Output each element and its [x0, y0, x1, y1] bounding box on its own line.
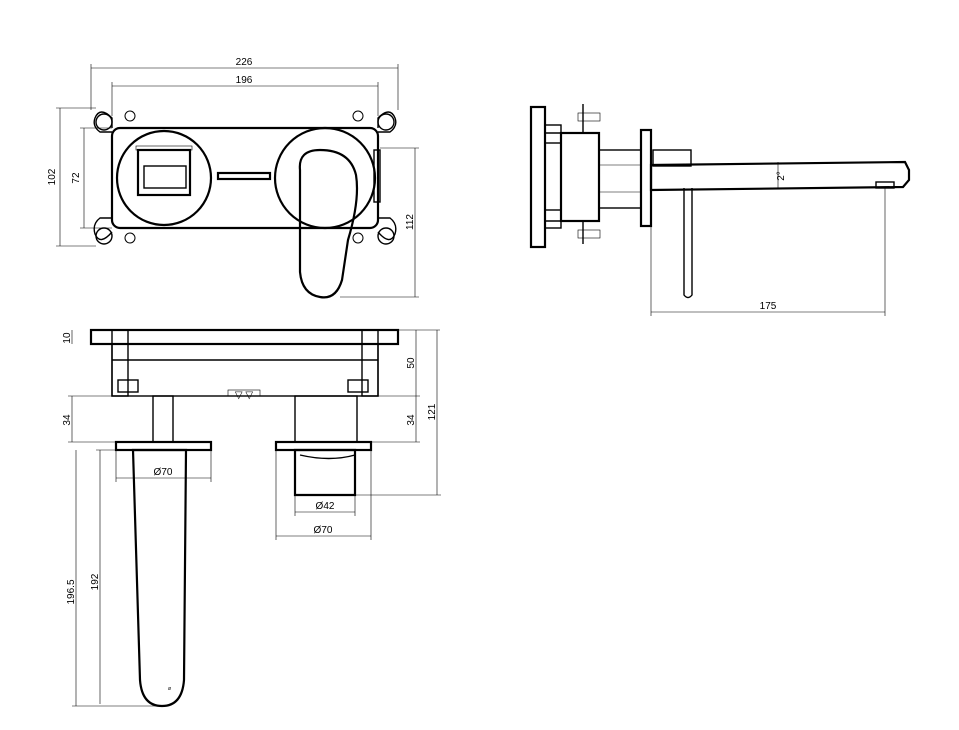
side-clip-top: [544, 124, 562, 144]
top-spout-body: [131, 448, 188, 708]
screw-hole-br: [352, 232, 364, 244]
front-view: 226 196 102 72 112: [47, 57, 419, 299]
dim-72: 72: [71, 172, 82, 184]
dim-angle: 2°: [776, 171, 787, 181]
top-spout-flange: [114, 440, 213, 452]
dim-102: 102: [47, 168, 58, 185]
dim-112: 112: [405, 214, 416, 230]
top-mounting-plate: [89, 328, 400, 346]
dim-50: 50: [406, 357, 417, 369]
side-view: 2° 175: [529, 104, 911, 316]
screw-hole-bl: [124, 232, 136, 244]
dim-192: 192: [90, 573, 101, 590]
mount-ear-tl: [95, 113, 113, 131]
mount-ear-br: [377, 227, 395, 245]
top-spout-stem: [152, 395, 174, 443]
screw-hole-tr: [352, 110, 364, 122]
dim-dia70-spout: Ø70: [154, 467, 173, 478]
cartridge-inner: [143, 165, 187, 189]
side-wall-bracket: [529, 105, 547, 249]
dim-196-5: 196.5: [66, 579, 77, 604]
dim-175: 175: [760, 301, 777, 312]
side-bracket: [373, 149, 381, 203]
dim-34-right: 34: [406, 414, 417, 426]
dim-dia70-lever: Ø70: [314, 525, 333, 536]
top-view: ▽ ▽ ø 10 34 50 34 121 Ø7: [62, 328, 441, 708]
top-valve-box: [111, 343, 379, 397]
svg-text:ø: ø: [168, 686, 171, 692]
side-lever-arm: [683, 188, 693, 299]
dim-196: 196: [236, 75, 253, 86]
top-lever-stem: [294, 395, 358, 443]
mounting-plate: [93, 111, 397, 241]
dim-121: 121: [427, 403, 438, 420]
center-slot: [216, 171, 272, 181]
lever-handle: [298, 148, 359, 299]
mount-ear-tr: [377, 113, 395, 131]
dim-10: 10: [62, 332, 73, 344]
side-clip-bottom: [544, 209, 562, 229]
cartridge-top-lip: [135, 145, 193, 151]
side-valve-body: [559, 131, 601, 223]
dim-dia42: Ø42: [316, 501, 335, 512]
side-lever-base: [652, 149, 692, 167]
valve-mark: ▽ ▽: [235, 390, 253, 401]
side-cover-plate: [639, 128, 653, 228]
side-spout: [649, 160, 911, 192]
dim-226: 226: [236, 57, 253, 68]
valve-box: [110, 126, 380, 230]
lever-trim-circle: [273, 126, 377, 230]
top-lever-flange: [274, 440, 373, 452]
dim-34-left: 34: [62, 414, 73, 426]
mount-ear-bl: [95, 227, 113, 245]
screw-hole-tl: [124, 110, 136, 122]
spout-trim-circle: [115, 129, 213, 227]
side-stem: [598, 149, 642, 209]
